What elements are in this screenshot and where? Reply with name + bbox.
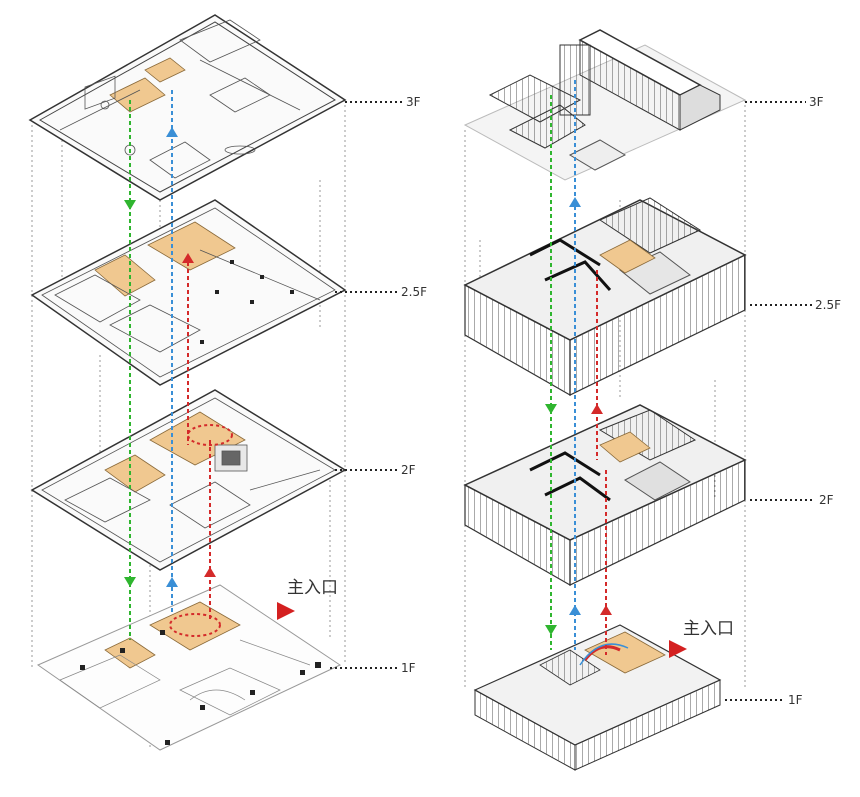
left-circulation-green [124,100,136,640]
right-floor-1f [473,624,722,771]
left-entrance-arrow-icon [277,602,295,620]
right-circulation-green [545,95,557,650]
right-label-3f: 3F [809,95,824,109]
left-label-2f: 2F [401,463,416,477]
right-circulation-blue [569,80,581,650]
left-floor-3f [28,14,347,201]
right-label-1f: 1F [788,693,803,707]
right-model-stack: 3F 2.5F 2F 1F 主入口 [463,29,841,771]
right-label-2f: 2F [819,493,834,507]
right-label-2-5f: 2.5F [815,298,841,312]
left-floor-1f [36,584,342,751]
left-label-2-5f: 2.5F [401,285,427,299]
left-label-1f: 1F [401,661,416,675]
right-entrance-label: 主入口 [683,619,734,639]
right-entrance-arrow-icon [669,640,687,658]
right-projection-lines [464,100,746,690]
left-circulation-blue [166,90,178,615]
left-circulation-red [169,253,233,637]
right-floor-3f [463,29,747,181]
left-plan-stack: 3F 2.5F 2F 1F 主入口 [28,14,427,751]
left-leader-lines [330,101,403,669]
left-label-3f: 3F [406,95,421,109]
right-floor-2-5f [463,197,747,397]
right-leader-lines [725,101,812,701]
right-circulation-red [591,270,612,655]
left-entrance-label: 主入口 [287,578,338,598]
